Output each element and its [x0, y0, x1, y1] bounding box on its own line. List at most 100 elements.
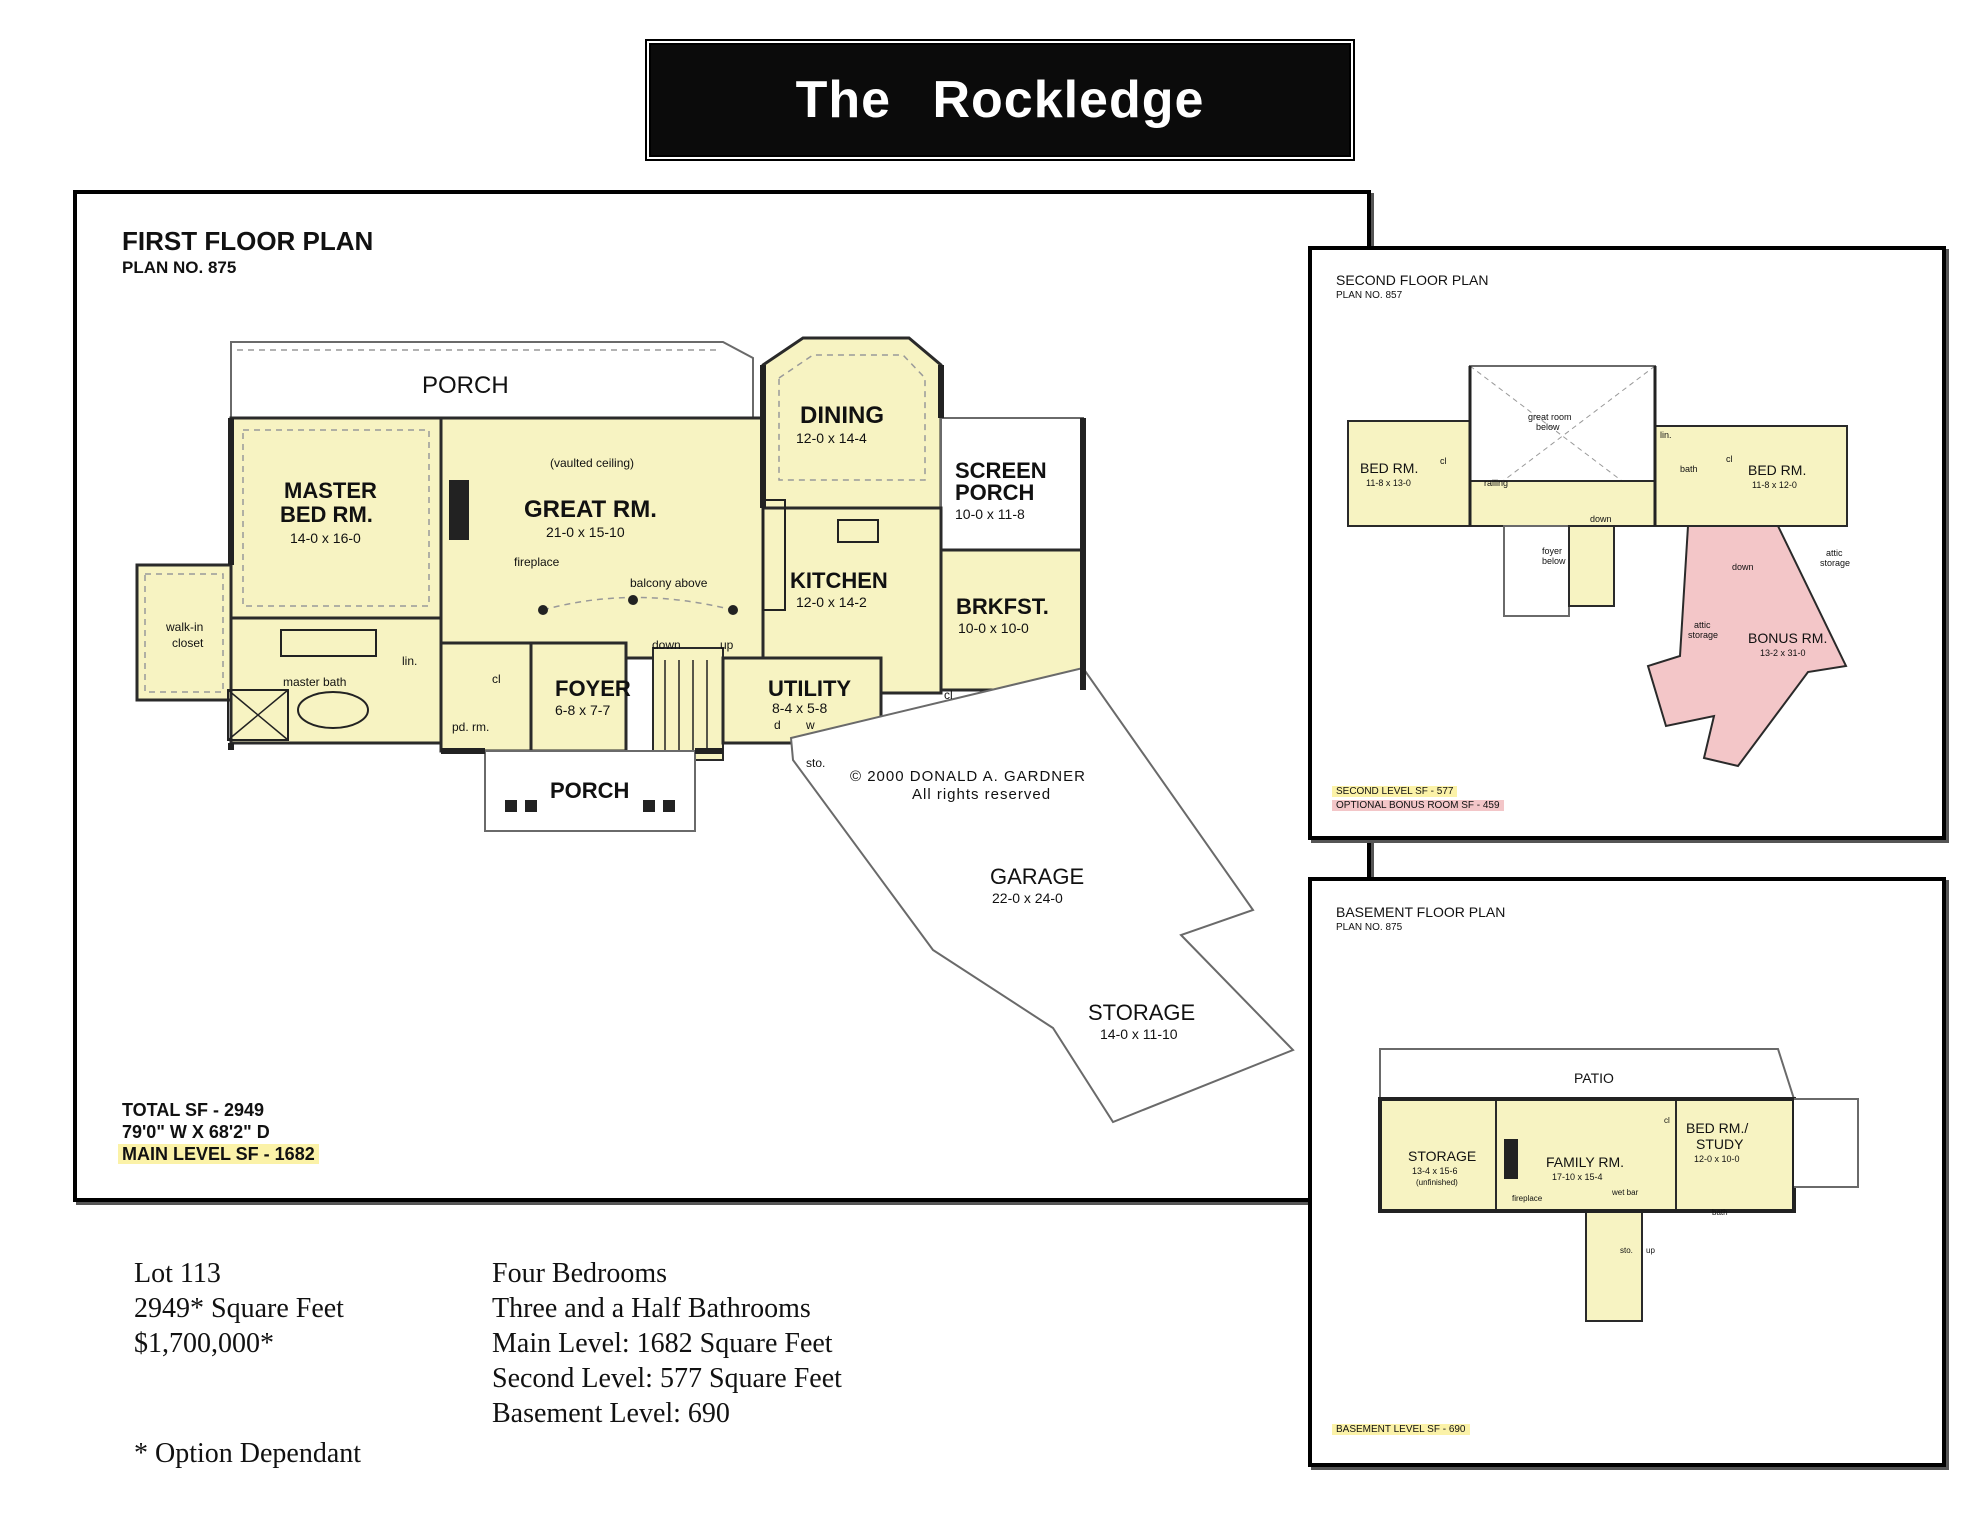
- label-kitchen: KITCHEN: [790, 568, 888, 593]
- label-master-2: BED RM.: [280, 502, 373, 527]
- b-bed-2: STUDY: [1696, 1136, 1744, 1152]
- lot-number: Lot 113: [134, 1258, 221, 1289]
- s-down2: down: [1732, 562, 1754, 572]
- label-brkfst-dim: 10-0 x 10-0: [958, 620, 1029, 636]
- basement-plan-no: PLAN NO. 875: [1336, 922, 1403, 933]
- label-foyer: FOYER: [555, 676, 631, 701]
- label-fireplace: fireplace: [514, 555, 560, 569]
- label-brkfst: BRKFST.: [956, 594, 1049, 619]
- optional-bonus-sf-text: OPTIONAL BONUS ROOM SF - 459: [1332, 800, 1504, 811]
- s-cl: cl: [1440, 456, 1447, 466]
- label-porch-bottom: PORCH: [550, 778, 630, 803]
- label-great: GREAT RM.: [524, 496, 657, 523]
- label-storage-dim: 14-0 x 11-10: [1100, 1026, 1178, 1042]
- porch-top-area: [230, 341, 754, 421]
- label-master-bath: master bath: [283, 675, 347, 689]
- label-garage: GARAGE: [990, 864, 1085, 889]
- label-great-dim: 21-0 x 15-10: [546, 524, 625, 540]
- great-room: [439, 416, 765, 660]
- b-sto: sto.: [1620, 1246, 1633, 1255]
- s-great-below-1: great room: [1528, 412, 1572, 422]
- b-cl: cl: [1664, 1116, 1670, 1125]
- label-storage: STORAGE: [1088, 1000, 1196, 1025]
- basement-storage: [1379, 1098, 1497, 1212]
- label-pd-rm: pd. rm.: [452, 720, 490, 734]
- label-porch-top: PORCH: [422, 372, 509, 399]
- garage: [789, 666, 1295, 1124]
- option-note: * Option Dependant: [134, 1438, 362, 1469]
- s-bonus: BONUS RM.: [1748, 630, 1828, 646]
- second-floor-panel: [1308, 246, 1946, 840]
- s-attic-3: attic: [1694, 620, 1711, 630]
- first-floor-title: FIRST FLOOR PLAN: [122, 226, 374, 256]
- second-level: Second Level: 577 Square Feet: [492, 1363, 842, 1394]
- label-cl2: cl: [944, 688, 953, 702]
- label-master-dim: 14-0 x 16-0: [290, 530, 361, 546]
- b-family-dim: 17-10 x 15-4: [1552, 1172, 1603, 1182]
- s-bed-left: BED RM.: [1360, 460, 1419, 476]
- b-up: up: [1646, 1246, 1655, 1255]
- first-floor-plan-no: PLAN NO. 875: [122, 258, 237, 277]
- foyer-below: [1503, 525, 1570, 617]
- label-sto: sto.: [806, 756, 826, 770]
- label-vaulted: (vaulted ceiling): [550, 456, 635, 470]
- label-balcony: balcony above: [630, 576, 708, 590]
- bonus-room: [1646, 525, 1848, 768]
- b-family: FAMILY RM.: [1546, 1154, 1625, 1170]
- label-walkin-2: closet: [172, 636, 204, 650]
- b-bath: bath: [1712, 1208, 1728, 1217]
- b-storage-dim: 13-4 x 15-6: [1412, 1166, 1458, 1176]
- second-floor-plan-no: PLAN NO. 857: [1336, 290, 1403, 301]
- porch-front: [484, 750, 696, 832]
- main-level: Main Level: 1682 Square Feet: [492, 1328, 833, 1359]
- bathrooms: Three and a Half Bathrooms: [492, 1293, 811, 1324]
- s-great-below-2: below: [1536, 422, 1560, 432]
- label-garage-dim: 22-0 x 24-0: [992, 890, 1063, 906]
- second-level-sf-text: SECOND LEVEL SF - 577: [1332, 786, 1458, 797]
- dimensions: 79'0" W X 68'2" D: [122, 1122, 270, 1142]
- label-screen-2: PORCH: [955, 480, 1035, 505]
- label-up: up: [720, 638, 734, 652]
- label-d: d: [774, 718, 781, 732]
- page-title: The Rockledge: [795, 71, 1205, 129]
- s-bed-right: BED RM.: [1748, 462, 1807, 478]
- main-level-sf: MAIN LEVEL SF - 1682: [118, 1144, 319, 1165]
- b-wet-bar: wet bar: [1612, 1188, 1639, 1197]
- label-foyer-dim: 6-8 x 7-7: [555, 702, 611, 718]
- optional-bonus-sf: OPTIONAL BONUS ROOM SF - 459: [1332, 800, 1504, 811]
- square-feet: 2949* Square Feet: [134, 1293, 344, 1324]
- basement-title: BASEMENT FLOOR PLAN: [1336, 904, 1506, 920]
- stair-second: [1568, 525, 1615, 607]
- s-bonus-dim: 13-2 x 31-0: [1760, 648, 1806, 658]
- s-bed-left-dim: 11-8 x 13-0: [1366, 478, 1411, 488]
- s-railing: railing: [1484, 478, 1509, 488]
- b-bed-1: BED RM./: [1686, 1120, 1749, 1136]
- b-fireplace: fireplace: [1512, 1194, 1543, 1203]
- s-bed-right-dim: 11-8 x 12-0: [1752, 480, 1797, 490]
- stair-down: [652, 647, 724, 761]
- bed-room-left: [1347, 420, 1471, 527]
- label-copyright-1: © 2000 DONALD A. GARDNER: [850, 768, 1086, 785]
- s-down: down: [1590, 514, 1612, 524]
- s-lin: lin.: [1660, 430, 1672, 440]
- label-w: w: [806, 718, 815, 732]
- breakfast-room: [939, 548, 1085, 692]
- s-foyer-below-1: foyer: [1542, 546, 1563, 556]
- b-patio: PATIO: [1574, 1070, 1614, 1086]
- basement-plan-drawing: [1378, 1048, 1859, 1322]
- label-dining-dim: 12-0 x 14-4: [796, 430, 867, 446]
- second-floor-title: SECOND FLOOR PLAN: [1336, 272, 1489, 288]
- basement-level-sf: BASEMENT LEVEL SF - 690: [1332, 1424, 1470, 1435]
- total-sf: TOTAL SF - 2949: [122, 1100, 265, 1120]
- label-screen-dim: 10-0 x 11-8: [955, 506, 1025, 522]
- second-level-sf: SECOND LEVEL SF - 577: [1332, 786, 1458, 797]
- listing-col2: Four Bedrooms Three and a Half Bathrooms…: [492, 1256, 842, 1431]
- title-banner: The Rockledge: [649, 43, 1351, 157]
- main-level-sf-text: MAIN LEVEL SF - 1682: [118, 1144, 319, 1164]
- label-master-1: MASTER: [284, 478, 377, 503]
- b-storage: STORAGE: [1408, 1148, 1477, 1164]
- label-walkin-1: walk-in: [166, 620, 204, 634]
- basement-stair: [1585, 1210, 1643, 1322]
- price: $1,700,000*: [134, 1328, 274, 1359]
- label-copyright-2: All rights reserved: [912, 786, 1052, 803]
